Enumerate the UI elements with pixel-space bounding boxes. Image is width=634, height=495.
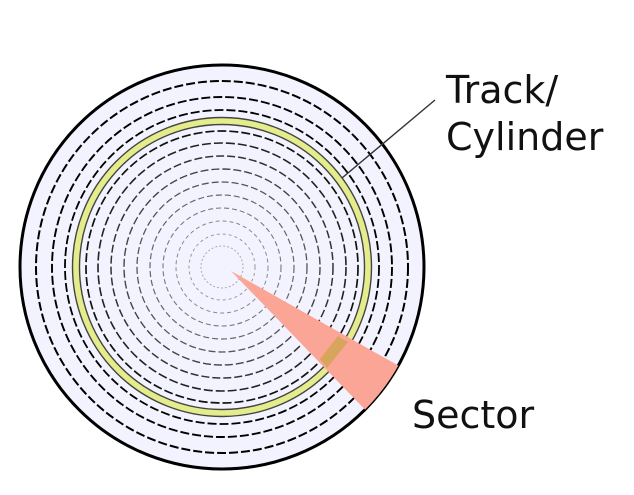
track-ring bbox=[35, 80, 409, 454]
track-ring bbox=[64, 109, 380, 425]
track-ring bbox=[123, 168, 321, 366]
highlighted-track-edge bbox=[78, 123, 366, 411]
highlighted-track bbox=[72, 117, 372, 417]
track-rings bbox=[35, 80, 409, 454]
sector-wedge bbox=[231, 271, 415, 422]
track-ring bbox=[175, 220, 269, 314]
track-label-line2: Cylinder bbox=[446, 115, 604, 159]
sector-label: Sector bbox=[412, 393, 535, 437]
sector-track-overlap bbox=[320, 336, 348, 368]
track-ring bbox=[149, 194, 295, 340]
track-ring bbox=[51, 96, 393, 438]
track-leader-line bbox=[341, 99, 436, 179]
track-ring bbox=[136, 181, 308, 353]
track-ring bbox=[200, 245, 244, 289]
highlighted-track-edge bbox=[71, 116, 373, 418]
disk-platter bbox=[18, 63, 426, 471]
track-ring bbox=[110, 155, 334, 379]
track-label-line1: Track/ bbox=[445, 68, 558, 112]
track-ring bbox=[97, 142, 347, 392]
track-ring bbox=[162, 207, 282, 327]
track-ring bbox=[188, 233, 256, 301]
track-ring bbox=[85, 130, 359, 404]
